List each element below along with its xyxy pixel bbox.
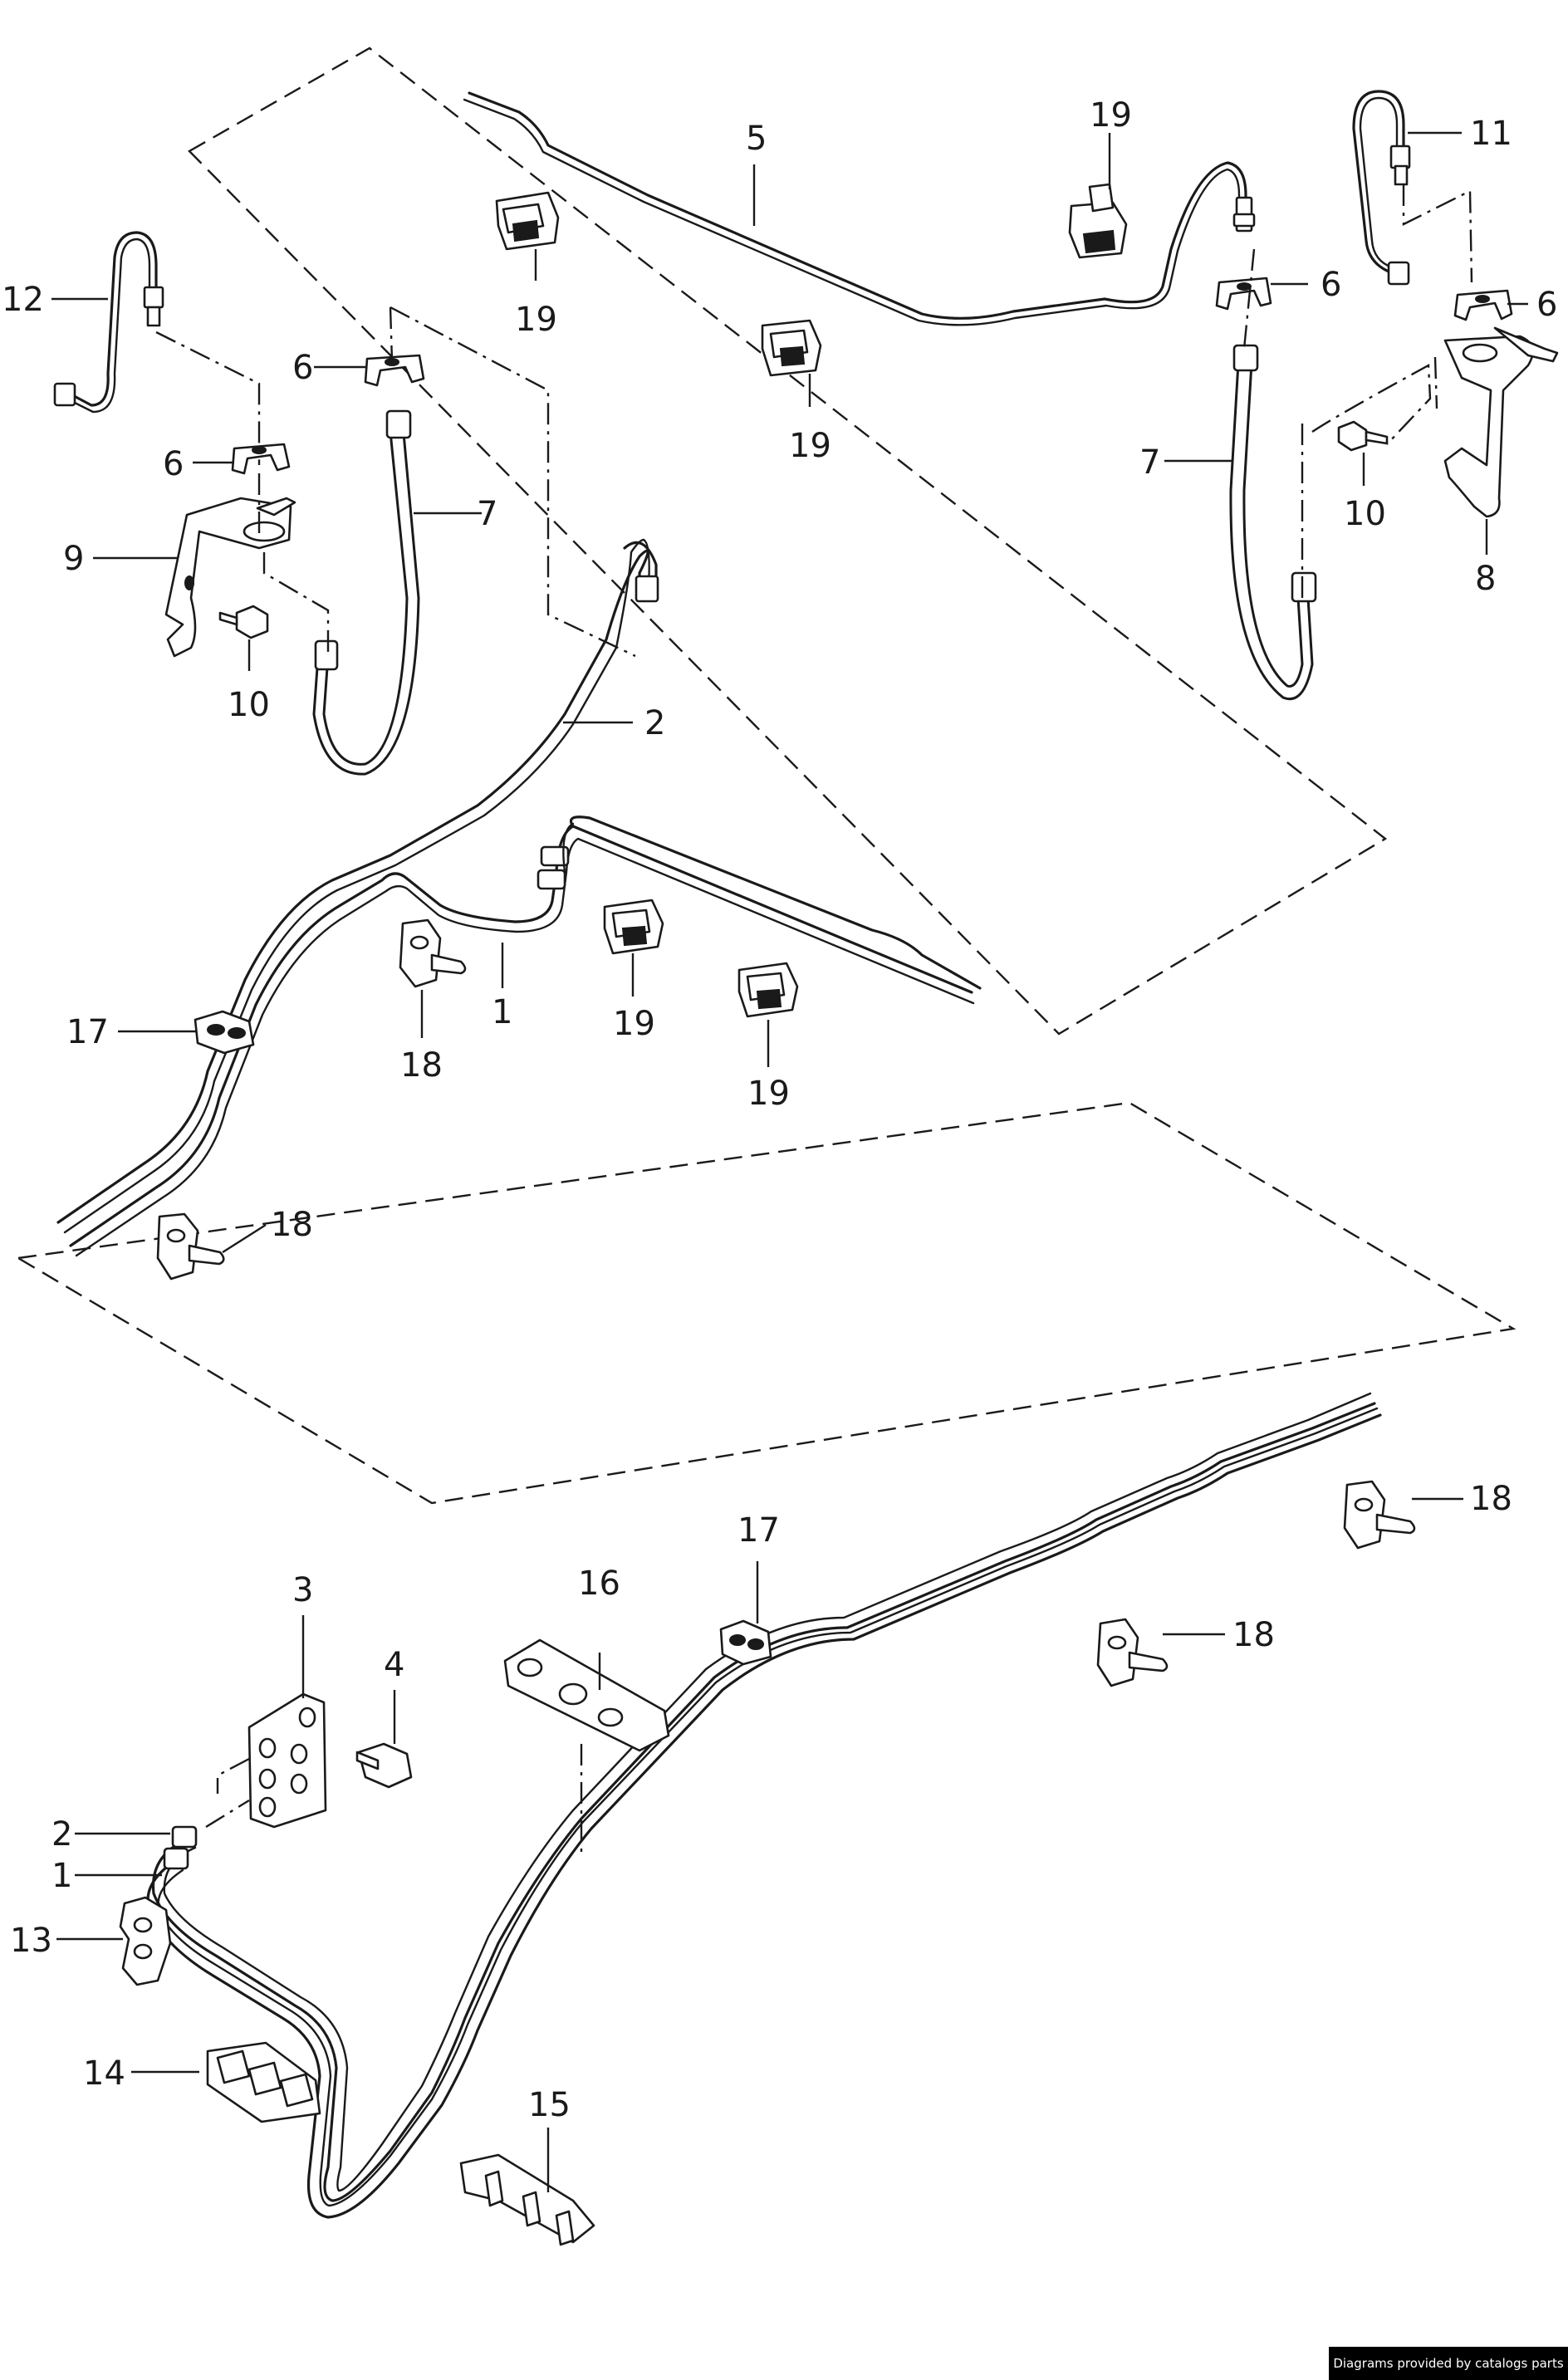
bolt-10-right	[1337, 420, 1389, 452]
callout-labels: 5 19 19 19 11 6 6 6 6 12 9 10 7 7 10 8 2…	[2, 96, 1557, 2124]
washer-6-b	[1215, 277, 1272, 311]
callout-6: 6	[1321, 266, 1341, 304]
callout-3: 3	[292, 1571, 313, 1609]
brake-pipes-lower	[146, 1392, 1382, 2219]
brake-pipe-2-upper	[56, 538, 659, 1234]
callout-19: 19	[789, 427, 831, 465]
clip-19-a	[495, 191, 560, 251]
clamp-18-lower-b	[1343, 1480, 1416, 1550]
lower-dashed-outline	[15, 1101, 1517, 1505]
callout-1: 1	[492, 993, 512, 1031]
callout-18: 18	[1470, 1480, 1512, 1518]
callout-14: 14	[83, 2054, 125, 2093]
callout-7: 7	[477, 495, 497, 533]
callout-18: 18	[271, 1206, 313, 1244]
callout-9: 9	[63, 540, 84, 578]
clip-19-e	[737, 962, 799, 1018]
callout-15: 15	[528, 2086, 571, 2124]
washer-6-c	[364, 354, 425, 387]
clamp-18-mid-left	[156, 1212, 225, 1281]
clamp-17-upper	[194, 1010, 255, 1055]
callout-5: 5	[746, 120, 767, 158]
assembly-lines	[155, 184, 1473, 1852]
callout-13: 13	[10, 1922, 52, 1960]
clip-13	[119, 1896, 172, 1986]
bracket-9	[164, 497, 296, 658]
clamp-18-upper	[399, 918, 467, 988]
upper-dashed-outline	[188, 47, 1388, 1036]
callout-12: 12	[2, 281, 44, 319]
clip-19-b	[1068, 183, 1128, 259]
leader-lines	[51, 131, 1528, 2192]
callout-19: 19	[613, 1005, 655, 1043]
clip-19-d	[603, 899, 664, 955]
bolt-4	[355, 1742, 413, 1789]
brake-pipe-12	[53, 231, 164, 414]
credit-badge: Diagrams provided by catalogs parts	[1329, 2347, 1568, 2380]
brake-hose-7-left	[312, 409, 420, 776]
callout-11: 11	[1470, 115, 1512, 153]
callout-2: 2	[51, 1815, 72, 1854]
callout-18: 18	[1232, 1616, 1275, 1654]
callout-8: 8	[1475, 560, 1496, 598]
callout-6: 6	[163, 445, 184, 483]
callout-17: 17	[737, 1511, 780, 1550]
callout-6: 6	[1536, 286, 1557, 324]
clip-14	[206, 2041, 321, 2123]
bolt-10-left	[218, 605, 269, 639]
washer-6-d	[231, 443, 291, 475]
brake-pipe-5	[463, 91, 1256, 326]
clamp-18-lower-a	[1096, 1618, 1169, 1687]
callout-16: 16	[578, 1565, 620, 1603]
clip-16	[503, 1638, 670, 1752]
callout-6: 6	[292, 349, 313, 387]
callout-1: 1	[51, 1857, 72, 1895]
callout-17: 17	[66, 1013, 109, 1051]
brake-pipe-1-upper	[69, 815, 982, 1257]
washer-6-a	[1453, 289, 1513, 321]
dashed-outlines	[15, 47, 1517, 1505]
brake-pipe-11	[1352, 90, 1411, 286]
callout-19: 19	[515, 301, 557, 339]
brake-hose-7-right	[1229, 344, 1317, 700]
callout-19: 19	[747, 1075, 790, 1113]
callout-10: 10	[228, 686, 270, 724]
callout-7: 7	[1139, 443, 1160, 482]
callout-19: 19	[1090, 96, 1132, 135]
callout-10: 10	[1344, 495, 1386, 533]
clamp-17-lower	[719, 1619, 772, 1666]
callout-18: 18	[400, 1046, 443, 1085]
callout-4: 4	[384, 1646, 404, 1684]
clip-15	[459, 2153, 595, 2246]
callout-2: 2	[644, 704, 665, 742]
bracket-8	[1443, 326, 1559, 518]
bracket-3	[247, 1692, 327, 1829]
clip-19-c	[761, 319, 822, 377]
